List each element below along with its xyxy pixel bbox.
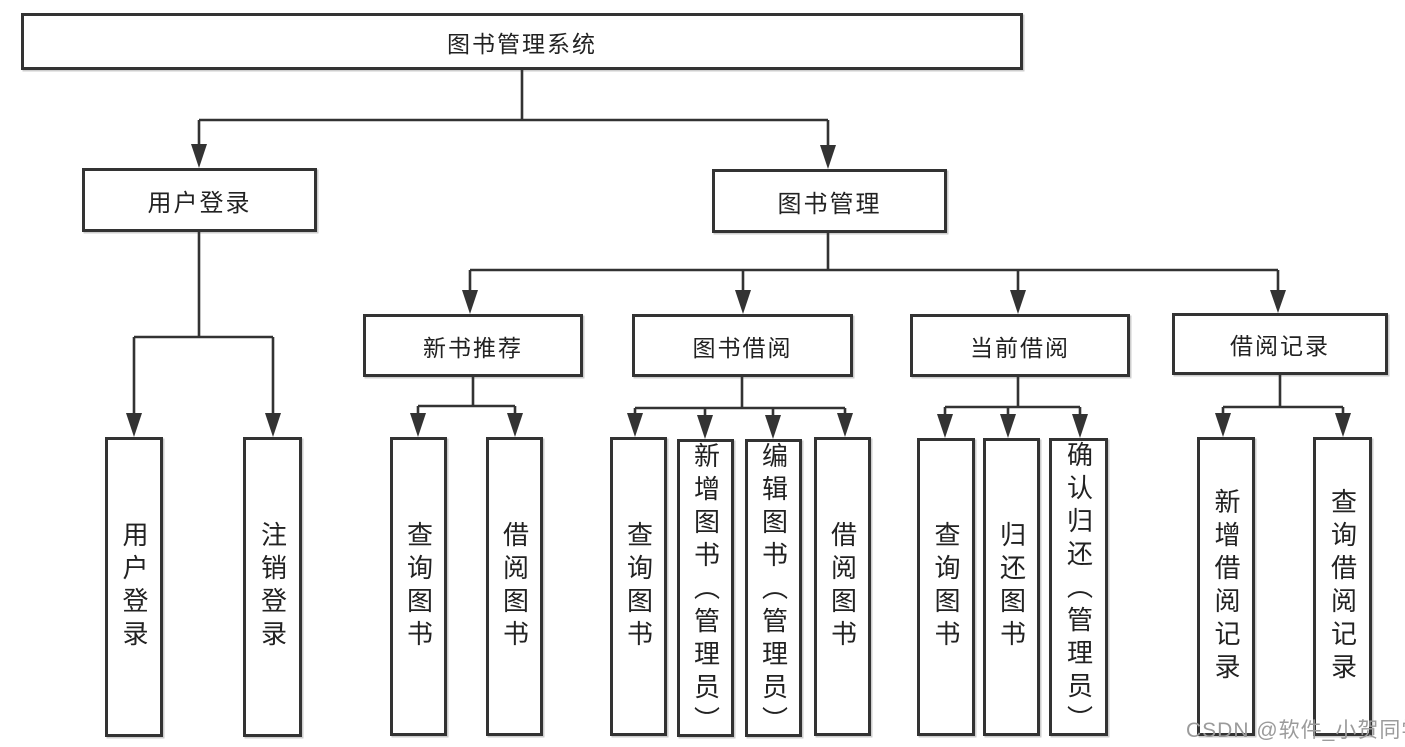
connector-root-to-level2 [191,70,836,169]
connector-book-borrow-to-leaves [627,377,853,439]
node-borrow-records: 借阅记录 [1172,313,1388,375]
connector-user-login-to-leaves [126,232,281,437]
leaf-logout: 注销登录 [243,437,302,737]
leaf-user-login: 用户登录 [105,437,163,737]
watermark-text: CSDN @软件_小贺同学 [1186,719,1405,742]
node-current-borrow: 当前借阅 [910,314,1130,377]
leaf-borrow-borrow-books: 借阅图书 [814,437,871,736]
leaf-current-query-books: 查询图书 [917,438,975,736]
leaf-borrow-add-books-admin: 新增图书（管理员） [677,439,734,739]
leaf-current-confirm-return-admin: 确认归还（管理员） [1049,438,1108,738]
connector-book-management-to-level3 [462,233,1286,314]
leaf-newbook-borrow-books: 借阅图书 [486,437,543,736]
leaf-records-add-record: 新增借阅记录 [1197,437,1255,736]
node-new-book-recommend: 新书推荐 [363,314,583,377]
connector-new-book-to-leaves [410,377,523,437]
node-book-borrow: 图书借阅 [632,314,853,377]
node-user-login: 用户登录 [82,168,317,232]
connector-current-borrow-to-leaves [937,377,1088,438]
leaf-borrow-query-books: 查询图书 [610,437,667,736]
leaf-borrow-edit-books-admin: 编辑图书（管理员） [745,439,802,739]
connector-borrow-records-to-leaves [1215,375,1351,437]
node-book-management: 图书管理 [712,169,947,233]
leaf-newbook-query-books: 查询图书 [390,437,447,736]
leaf-records-query-record: 查询借阅记录 [1313,437,1372,736]
node-root-system: 图书管理系统 [21,13,1023,70]
leaf-current-return-books: 归还图书 [983,438,1040,736]
